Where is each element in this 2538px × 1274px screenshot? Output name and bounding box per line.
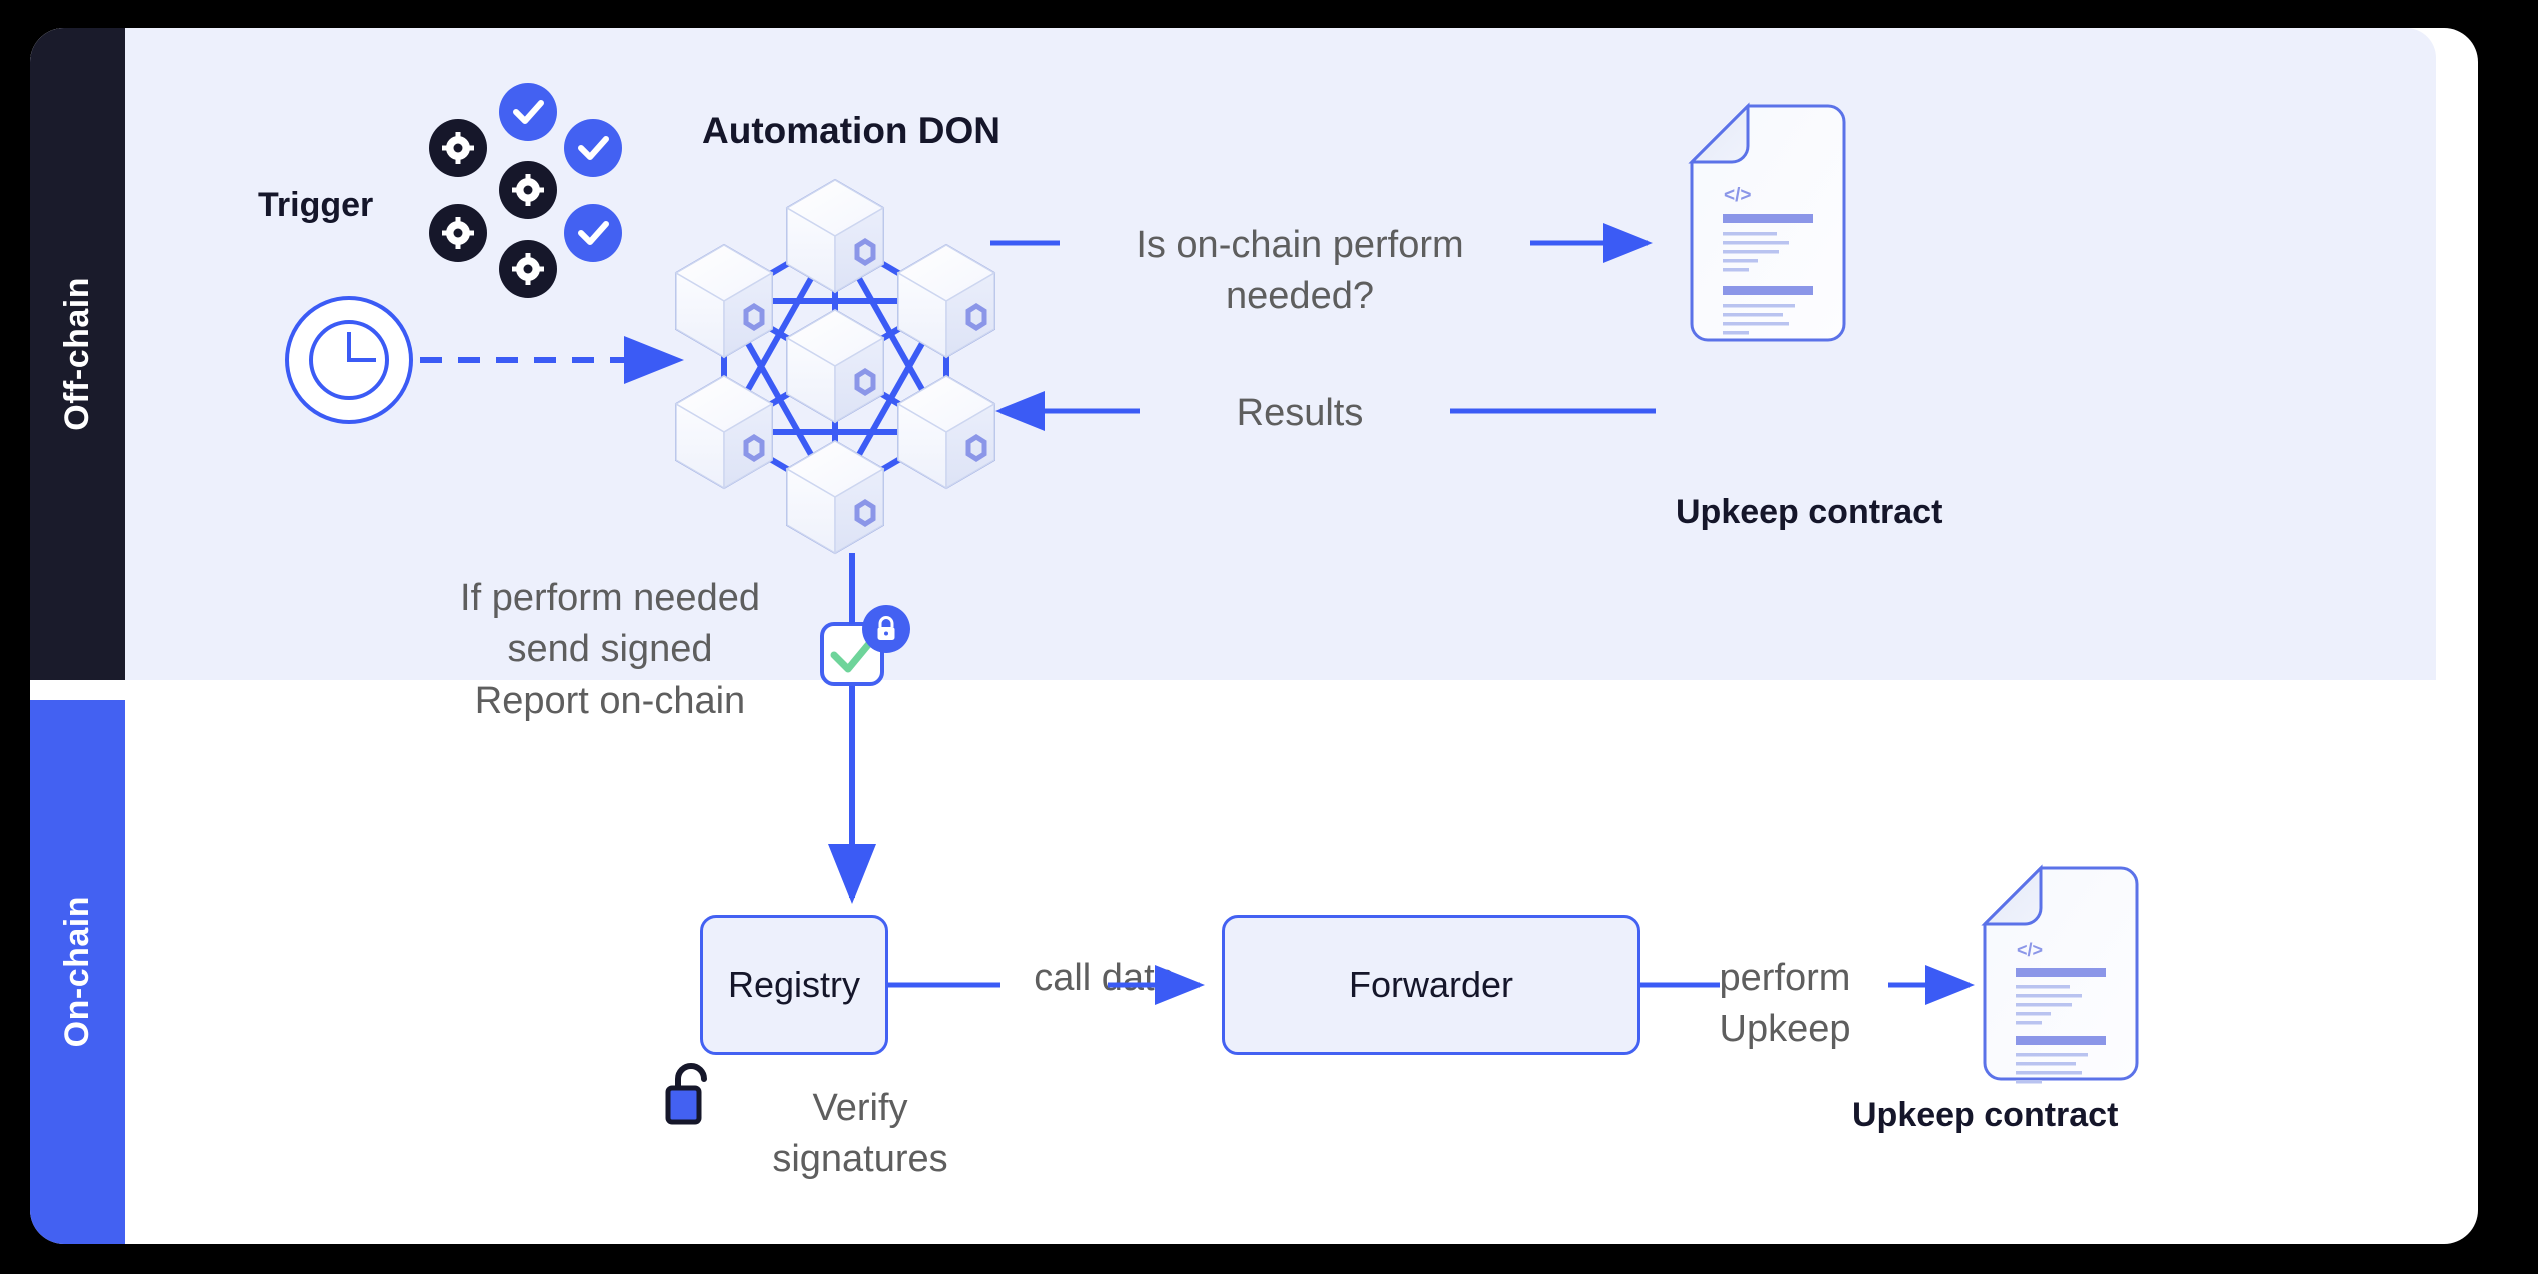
verify-signatures-label: Verify signatures (772, 1087, 948, 1181)
perform-upkeep-label: perform Upkeep (1719, 957, 1851, 1051)
rail-offchain-label: Off-chain (58, 277, 96, 431)
don-title: Automation DON (702, 110, 1001, 151)
trigger-label: Trigger (258, 186, 374, 224)
diagram-card: Off-chain On-chain Trigger Automation DO… (30, 28, 2478, 1244)
svg-text:</>: </> (2017, 940, 2043, 960)
unlock-icon (665, 1063, 707, 1125)
results-label: Results (1236, 392, 1364, 434)
registry-box[interactable]: Registry (700, 915, 888, 1055)
rail-onchain-label: On-chain (58, 896, 96, 1048)
registry-label: Registry (727, 964, 861, 1005)
question-label: Is on-chain perform needed? (1136, 224, 1464, 318)
signed-report-label: If perform needed send signed Report on-… (460, 577, 760, 722)
lock-icon (862, 605, 910, 653)
call-data-label: call data (1034, 957, 1176, 999)
onchain-upkeep-document-icon: </> (1981, 864, 2139, 1084)
onchain-upkeep-contract-label: Upkeep contract (1852, 1096, 2119, 1134)
offchain-upkeep-contract-label: Upkeep contract (1676, 493, 1943, 531)
rail-offchain: Off-chain (30, 28, 125, 680)
forwarder-label: Forwarder (1348, 964, 1514, 1005)
rail-onchain: On-chain (30, 700, 125, 1244)
forwarder-box[interactable]: Forwarder (1222, 915, 1640, 1055)
trigger-clock-ring (285, 296, 413, 424)
